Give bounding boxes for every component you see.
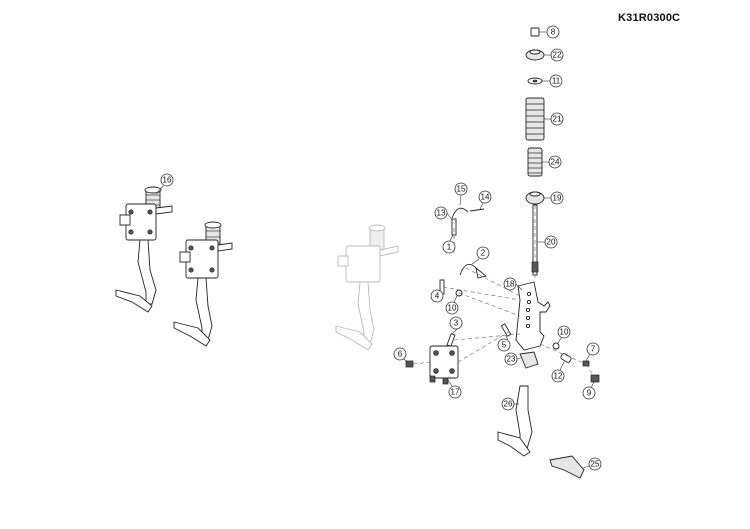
- callout-label-26: 26: [504, 400, 513, 409]
- callout-label-22: 22: [553, 51, 562, 60]
- callout-15: 15: [454, 182, 468, 206]
- callout-10-left: 10: [445, 295, 459, 315]
- callout-label-24: 24: [551, 158, 560, 167]
- revision-letter: C: [672, 12, 680, 24]
- callout-17: 17: [447, 379, 462, 399]
- callout-label-18: 18: [506, 280, 515, 289]
- callout-label-4: 4: [435, 292, 440, 301]
- callout-label-13: 13: [437, 209, 446, 218]
- callout-label-7: 7: [591, 345, 596, 354]
- callout-label-8: 8: [551, 28, 556, 37]
- callout-label-10-right: 10: [560, 328, 569, 337]
- callout-1: 1: [442, 234, 456, 254]
- callout-label-6: 6: [398, 350, 403, 359]
- callout-label-20: 20: [547, 238, 556, 247]
- callout-7: 7: [585, 342, 600, 362]
- callout-label-19: 19: [553, 194, 562, 203]
- callout-10-right: 10: [557, 325, 571, 344]
- callout-19: 19: [544, 191, 564, 205]
- callout-11: 11: [542, 74, 563, 88]
- callout-label-3: 3: [454, 319, 459, 328]
- callout-4: 4: [430, 289, 444, 303]
- callout-label-17: 17: [451, 388, 460, 397]
- assembly-16-illustration: [115, 186, 233, 347]
- callout-22: 22: [544, 48, 564, 62]
- exploded-parts-illustration: [405, 27, 600, 479]
- callout-6: 6: [393, 347, 408, 363]
- callout-label-1: 1: [447, 243, 452, 252]
- ghost-assembly-illustration: [335, 224, 399, 351]
- callout-9: 9: [582, 381, 596, 400]
- callout-21: 21: [544, 112, 564, 126]
- callout-label-11: 11: [552, 77, 561, 86]
- callout-14: 14: [478, 190, 492, 210]
- callout-16: 16: [155, 173, 174, 195]
- callout-26: 26: [501, 397, 519, 411]
- callout-2: 2: [471, 246, 490, 265]
- callout-label-15: 15: [457, 185, 466, 194]
- callout-label-25: 25: [591, 460, 600, 469]
- callout-8: 8: [539, 25, 560, 39]
- callout-20: 20: [537, 235, 558, 249]
- callout-12: 12: [551, 361, 565, 383]
- callout-label-21: 21: [553, 115, 562, 124]
- callout-label-23: 23: [507, 355, 516, 364]
- callout-label-16: 16: [163, 176, 172, 185]
- callout-label-14: 14: [481, 193, 490, 202]
- callout-18: 18: [503, 277, 523, 291]
- callout-13: 13: [434, 206, 453, 221]
- callout-24: 24: [542, 155, 562, 169]
- callout-23: 23: [504, 352, 522, 366]
- drawing-code: K31R0300: [618, 12, 673, 24]
- callout-3: 3: [449, 316, 463, 335]
- callout-label-12: 12: [554, 372, 563, 381]
- callout-5: 5: [497, 335, 511, 352]
- callout-label-10-left: 10: [448, 304, 457, 313]
- callout-label-5: 5: [502, 341, 507, 350]
- callout-label-2: 2: [481, 249, 486, 258]
- callout-label-9: 9: [587, 389, 592, 398]
- callout-25: 25: [582, 457, 602, 471]
